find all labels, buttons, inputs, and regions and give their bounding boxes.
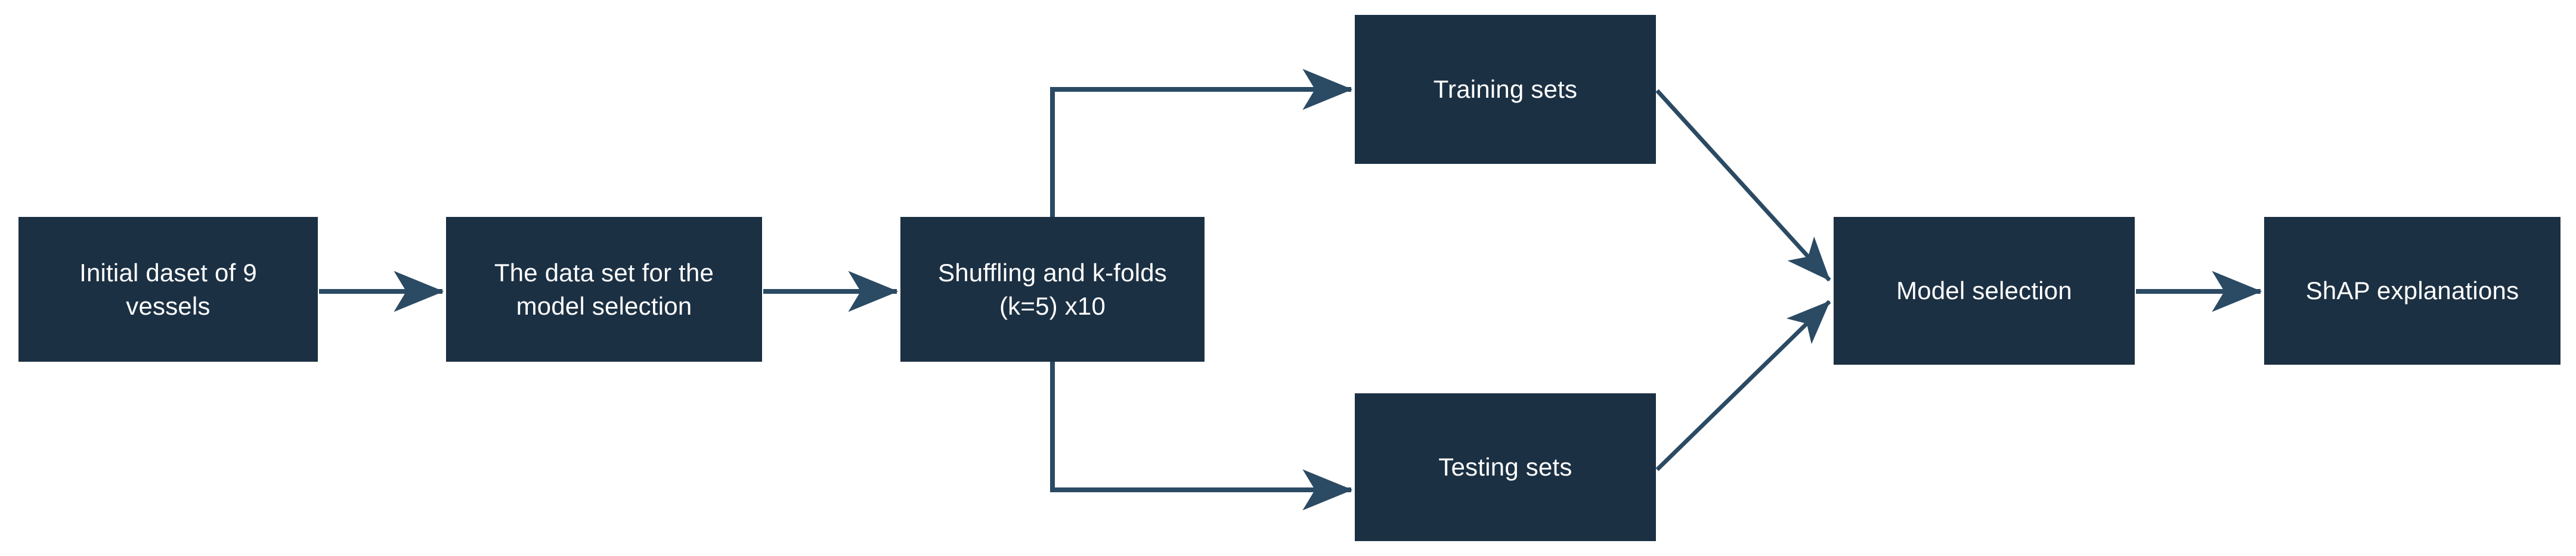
edge-testing-to-model <box>1655 300 1831 471</box>
edge-shuffling-to-testing <box>1050 362 1353 511</box>
node-model-selection[interactable]: Model selection <box>1834 217 2135 365</box>
node-testing-sets[interactable]: Testing sets <box>1355 393 1656 541</box>
node-shuffling-kfolds-label: Shuffling and k-folds (k=5) x10 <box>937 259 1167 320</box>
node-training-sets-label: Training sets <box>1433 75 1578 104</box>
edge-shuffling-to-training <box>1050 69 1353 217</box>
edge-training-to-model <box>1655 89 1831 282</box>
node-data-set-for-model-selection-label: The data set for the model selection <box>494 259 714 320</box>
node-shap-explanations[interactable]: ShAP explanations <box>2264 217 2560 365</box>
node-model-selection-label: Model selection <box>1896 277 2072 305</box>
node-training-sets[interactable]: Training sets <box>1355 15 1656 164</box>
node-shuffling-kfolds[interactable]: Shuffling and k-folds (k=5) x10 <box>900 217 1205 362</box>
node-initial-dataset[interactable]: Initial daset of 9 vessels <box>18 217 318 362</box>
node-initial-dataset-label: Initial daset of 9 vessels <box>79 259 257 320</box>
node-testing-sets-label: Testing sets <box>1438 453 1572 482</box>
node-data-set-for-model-selection[interactable]: The data set for the model selection <box>446 217 762 362</box>
node-shap-explanations-label: ShAP explanations <box>2305 277 2519 305</box>
